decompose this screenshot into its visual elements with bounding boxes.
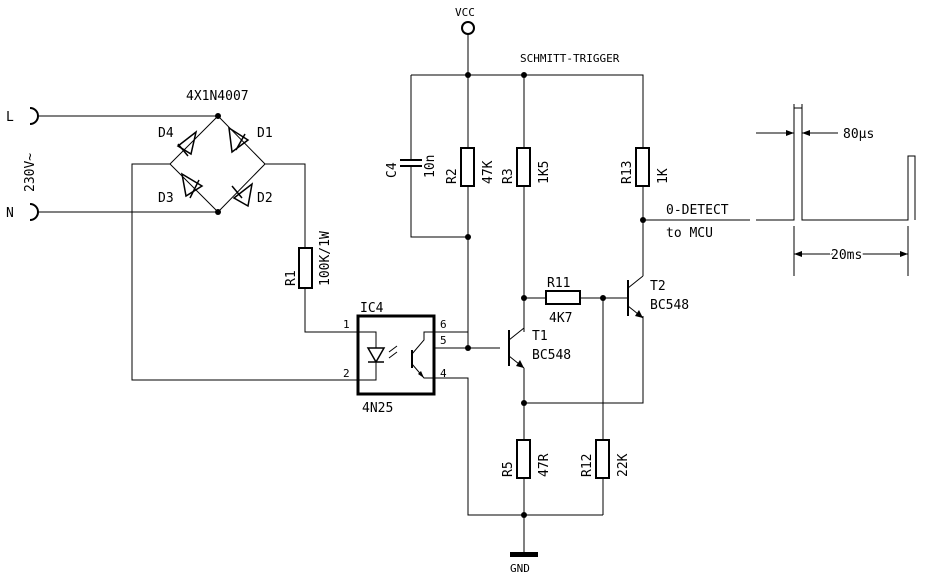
transistor-t2-ref: T2 — [650, 279, 666, 294]
optocoupler-ref: IC4 — [360, 301, 384, 316]
schmitt-trigger-label: SCHMITT-TRIGGER — [520, 52, 620, 65]
to-mcu-label: to MCU — [666, 226, 713, 241]
terminal-l-label: L — [6, 110, 14, 125]
resistor-r11-ref: R11 — [547, 276, 570, 291]
capacitor-c4: C4 10n — [385, 75, 468, 238]
period-label: 20ms — [831, 248, 862, 263]
gnd-label: GND — [510, 562, 530, 575]
transistor-t1-part: BC548 — [532, 348, 571, 363]
diode-d4-label: D4 — [158, 126, 174, 141]
terminal-n: N — [6, 203, 218, 221]
resistor-r12-value: 22K — [616, 453, 631, 477]
resistor-r13-value: 1K — [656, 168, 671, 184]
resistor-r3-value: 1K5 — [537, 161, 552, 184]
resistor-r2: R2 47K — [445, 75, 496, 348]
diode-d1 — [228, 126, 250, 154]
optocoupler-part: 4N25 — [362, 401, 393, 416]
diode-d2-label: D2 — [257, 191, 273, 206]
resistor-r1-value: 100K/1W — [318, 231, 333, 286]
diode-d1-label: D1 — [257, 126, 273, 141]
pin-2-label: 2 — [343, 367, 350, 380]
optocoupler-ic4: IC4 4N25 1 2 6 5 4 — [343, 301, 447, 416]
diode-d3 — [180, 172, 204, 199]
diode-d3-label: D3 — [158, 191, 174, 206]
transistor-t1-ref: T1 — [532, 329, 548, 344]
pin-6-label: 6 — [440, 318, 447, 331]
terminal-l: L — [6, 107, 218, 125]
capacitor-c4-value: 10n — [423, 155, 438, 178]
zero-detect-output: 0-DETECT to MCU — [643, 203, 750, 241]
vcc-terminal: VCC — [455, 6, 475, 35]
pin-5-label: 5 — [440, 334, 447, 347]
resistor-r5: R5 47R — [501, 439, 552, 552]
resistor-r3: R3 1K5 — [501, 75, 552, 332]
diode-d4 — [176, 130, 198, 157]
resistor-r5-value: 47R — [537, 453, 552, 477]
zero-detect-label: 0-DETECT — [666, 203, 729, 218]
bridge-label: 4X1N4007 — [186, 89, 249, 104]
bridge-rectifier: 4X1N4007 D4 D1 D3 D2 — [158, 89, 273, 215]
resistor-r2-ref: R2 — [445, 168, 460, 184]
resistor-r12-ref: R12 — [580, 454, 595, 477]
pulse-waveform: 80µs 20ms — [756, 104, 916, 276]
pin-1-label: 1 — [343, 318, 350, 331]
resistor-r3-ref: R3 — [501, 168, 516, 184]
vcc-label: VCC — [455, 6, 475, 19]
capacitor-c4-ref: C4 — [385, 162, 400, 178]
resistor-r11-value: 4K7 — [549, 311, 572, 326]
gnd-terminal: GND — [510, 552, 538, 575]
resistor-r5-ref: R5 — [501, 461, 516, 477]
resistor-r13-ref: R13 — [620, 161, 635, 184]
terminal-n-label: N — [6, 206, 14, 221]
resistor-r1: R1 100K/1W — [284, 231, 333, 289]
transistor-t2-part: BC548 — [650, 298, 689, 313]
pin-4-label: 4 — [440, 367, 447, 380]
resistor-r12: R12 22K — [580, 298, 631, 515]
mains-voltage-label: 230V~ — [23, 153, 38, 192]
pulse-width-label: 80µs — [843, 127, 874, 142]
resistor-r1-ref: R1 — [284, 270, 299, 286]
resistor-r13: R13 1K — [620, 147, 671, 276]
resistor-r2-value: 47K — [481, 160, 496, 184]
transistor-t2: T2 BC548 — [627, 275, 689, 319]
transistor-t1: T1 BC548 — [508, 327, 571, 369]
diode-d2 — [231, 182, 254, 208]
resistor-r11: R11 4K7 — [524, 276, 628, 326]
